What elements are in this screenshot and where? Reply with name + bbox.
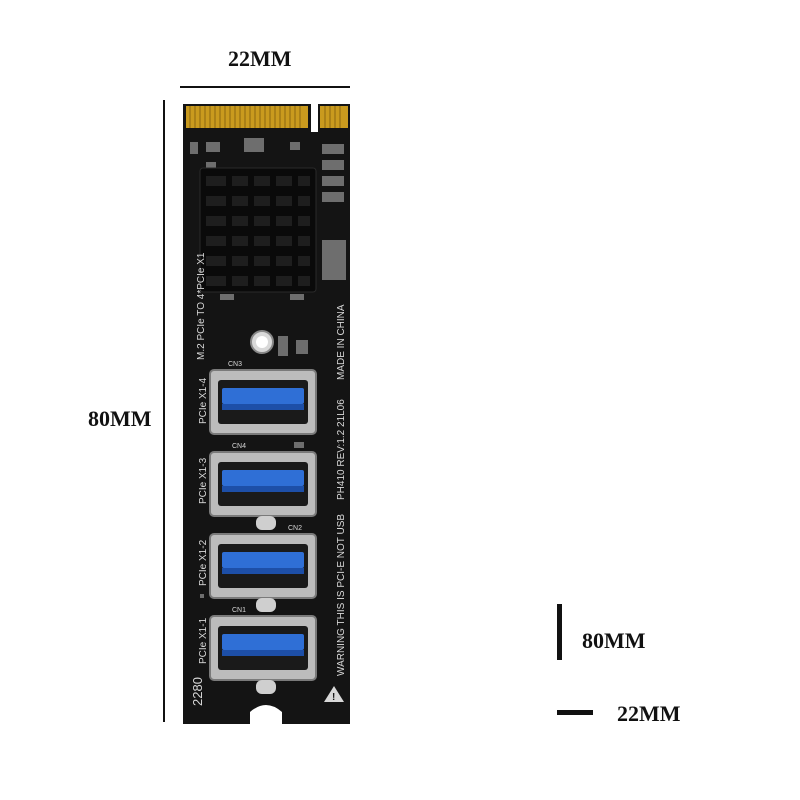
connector-label-cn3: CN3 [228,361,242,368]
usb-port-4 [209,615,317,681]
model-label: PH410 REV:1.2 21L06 [336,399,347,500]
usb-port-2 [209,451,317,517]
port-label-3: PCIe X1-3 [198,457,209,504]
warning-triangle-icon [324,686,344,702]
width-dimension-line [180,86,350,88]
legend-length-label: 80MM [582,628,646,653]
smd-components [190,138,346,598]
gold-edge-connector [186,106,348,128]
connector-label-cn4: CN4 [232,443,246,450]
board-title: M.2 PCIe TO 4*PCIe X1 [196,252,207,360]
usb-port-3 [209,533,317,599]
connector-label-cn2: CN2 [288,525,302,532]
port-label-1: PCIe X1-1 [198,617,209,664]
warning-label: WARNING THIS IS PCI-E NOT USB [336,514,347,676]
legend-width-bar [557,710,593,715]
svg-text:!: ! [332,692,335,703]
width-label: 22MM [228,46,292,71]
heatsink [199,167,317,293]
port-label-4: PCIe X1-4 [198,377,209,424]
usb-port-1 [209,369,317,435]
legend-width-label: 22MM [617,701,681,726]
made-in-label: MADE IN CHINA [336,304,347,380]
port-label-2: PCIe X1-2 [198,539,209,586]
length-dimension-line [163,100,165,722]
key-size-label: 2280 [190,677,205,706]
legend-length-bar [557,604,562,660]
length-label: 80MM [88,406,152,431]
connector-label-cn1: CN1 [232,607,246,614]
port-standoffs [256,516,276,694]
